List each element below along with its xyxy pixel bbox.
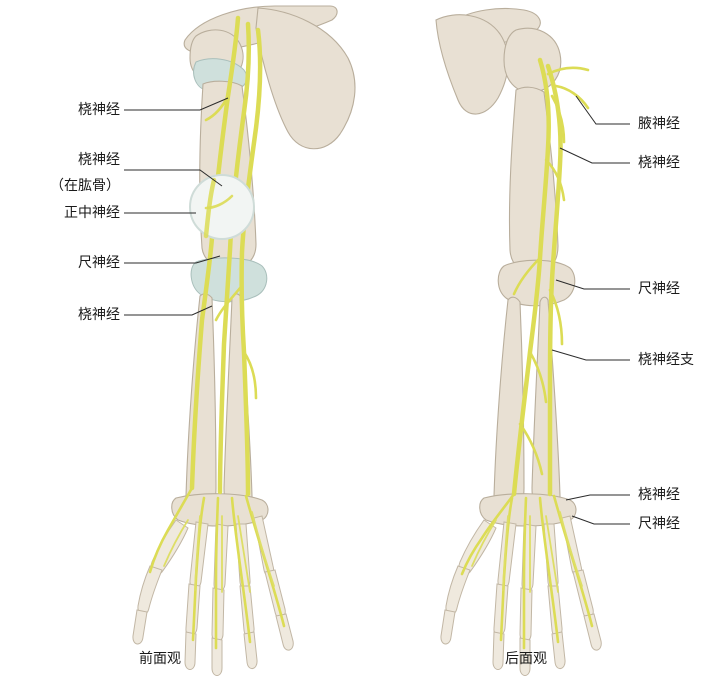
label-anterior-radial-nerve-forearm: 桡神经 [78,307,120,323]
leader-radial-humerus [124,169,223,187]
label-posterior-radial-nerve-hand: 桡神经 [638,487,680,503]
leader-radial-forearm [124,305,213,316]
leader-radial-hand [565,494,630,501]
leader-radial-upper-post [559,147,630,164]
ulna-posterior [531,296,561,515]
label-anterior-radial-nerve-humerus-line2: （在肱骨） [50,178,120,194]
scapula-anterior [255,7,356,150]
leader-ulnar-hand [571,515,630,525]
leader-ulnar-post [555,279,630,290]
posterior-view-group [435,7,630,676]
nerves-anterior [148,15,286,650]
label-anterior-median-nerve: 正中神经 [64,205,120,221]
label-anterior-ulnar-nerve: 尺神经 [78,255,120,271]
label-posterior-ulnar-nerve: 尺神经 [638,281,680,297]
anterior-view-group [124,5,356,676]
radius-posterior [493,296,525,514]
leader-axillary [575,95,630,125]
label-posterior-radial-nerve-branch: 桡神经支 [638,352,694,368]
caption-posterior-view: 后面观 [505,651,547,667]
highlight-circle [189,174,255,240]
leader-radial-upper [124,97,229,111]
scapula-posterior [435,14,509,115]
caption-anterior-view: 前面观 [139,651,181,667]
label-posterior-axillary-nerve: 腋神经 [638,116,680,132]
label-anterior-radial-nerve-upper: 桡神经 [78,102,120,118]
label-posterior-ulnar-nerve-hand: 尺神经 [638,516,680,532]
label-posterior-radial-nerve-upper: 桡神经 [638,155,680,171]
label-anterior-radial-nerve-humerus-line1: 桡神经 [78,152,120,168]
leader-ulnar [124,255,221,264]
nerves-posterior [460,57,594,650]
leader-radial-branch [551,349,630,361]
